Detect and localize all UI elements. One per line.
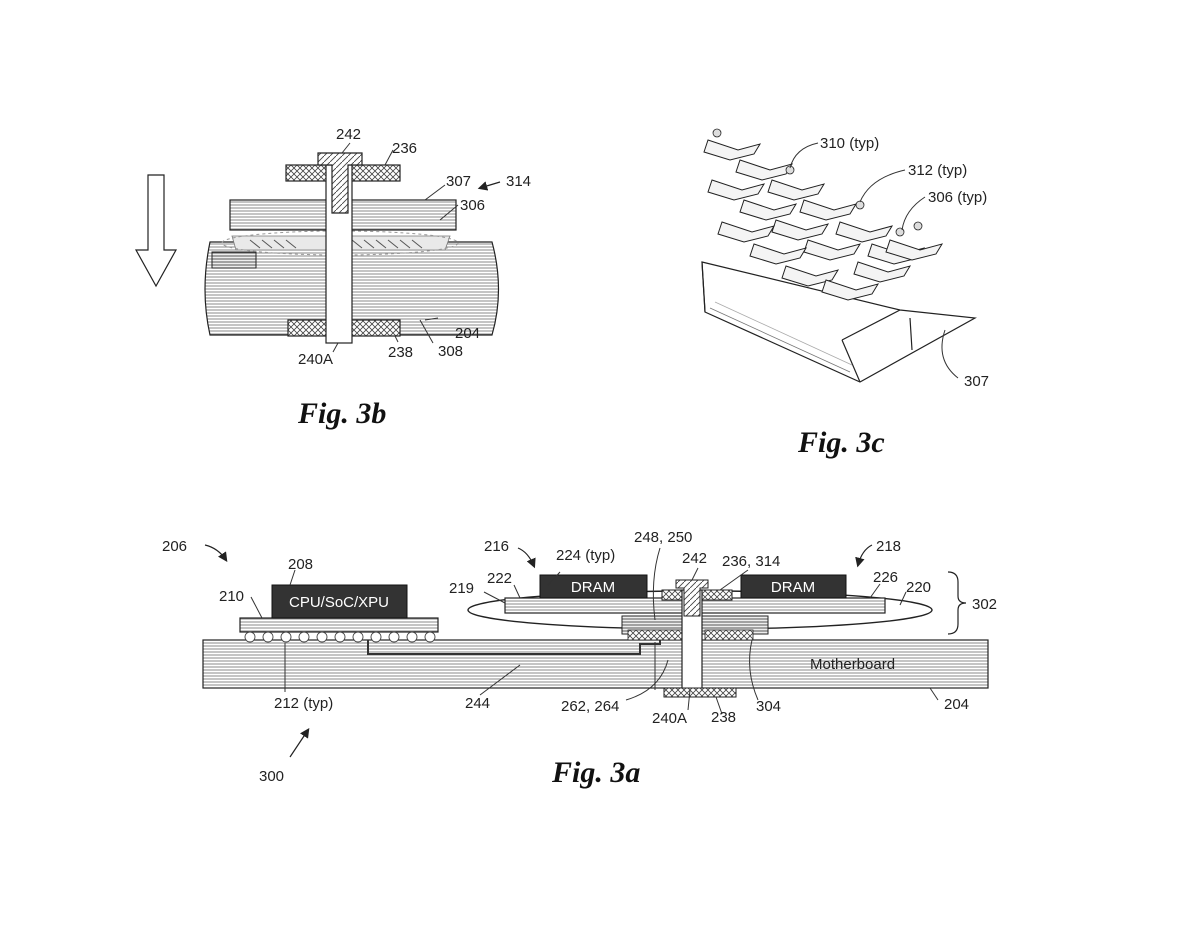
figure-3a: CPU/SoC/XPU DRAM DRAM Motherboard [162, 529, 997, 789]
label-262-264: 262, 264 [561, 698, 619, 715]
spring-contact-array [703, 139, 944, 301]
label-236: 236 [392, 140, 417, 157]
dram-chip-right [740, 574, 847, 599]
label-307: 307 [446, 173, 471, 190]
label-306-typ: 306 (typ) [928, 189, 987, 206]
label-222: 222 [487, 570, 512, 587]
label-224: 224 (typ) [556, 547, 615, 564]
label-208: 208 [288, 556, 313, 573]
dram-left-label: DRAM [571, 579, 615, 596]
motherboard-204 [202, 639, 989, 689]
label-216: 216 [484, 538, 509, 555]
label-300: 300 [259, 768, 284, 785]
dram-right-label: DRAM [771, 579, 815, 596]
label-242: 242 [336, 126, 361, 143]
label-244: 244 [465, 695, 490, 712]
caption-fig-3b: Fig. 3b [297, 397, 386, 430]
label-210: 210 [219, 588, 244, 605]
cpu-chip [271, 584, 408, 619]
label-220: 220 [906, 579, 931, 596]
label-218: 218 [876, 538, 901, 555]
caption-fig-3c: Fig. 3c [797, 426, 885, 459]
label-212: 212 (typ) [274, 695, 333, 712]
label-306: 306 [460, 197, 485, 214]
label-302: 302 [972, 596, 997, 613]
label-248-250: 248, 250 [634, 529, 692, 546]
label-310: 310 (typ) [820, 135, 879, 152]
label-304: 304 [756, 698, 781, 715]
down-arrow-icon [134, 174, 178, 288]
label-240A-a: 240A [652, 710, 687, 727]
label-204: 204 [455, 325, 480, 342]
figure-3c: 310 (typ) 312 (typ) 306 (typ) 307 Fig. 3… [701, 128, 989, 459]
label-204-a: 204 [944, 696, 969, 713]
label-238: 238 [388, 344, 413, 361]
label-238-a: 238 [711, 709, 736, 726]
label-226: 226 [873, 569, 898, 586]
label-219: 219 [449, 580, 474, 597]
figure-3b: 242 236 307 314 306 204 240A 238 308 Fig… [134, 126, 531, 430]
cpu-chip-label: CPU/SoC/XPU [289, 594, 389, 611]
label-308: 308 [438, 343, 463, 360]
label-206: 206 [162, 538, 187, 555]
caption-fig-3a: Fig. 3a [551, 756, 640, 789]
label-240A: 240A [298, 351, 333, 368]
label-312: 312 (typ) [908, 162, 967, 179]
dram-chip-left [539, 574, 648, 599]
motherboard-label: Motherboard [810, 656, 895, 673]
interposer-block-307 [701, 261, 977, 383]
label-314: 314 [506, 173, 531, 190]
label-236-314: 236, 314 [722, 553, 780, 570]
label-242-a: 242 [682, 550, 707, 567]
label-307-block: 307 [964, 373, 989, 390]
